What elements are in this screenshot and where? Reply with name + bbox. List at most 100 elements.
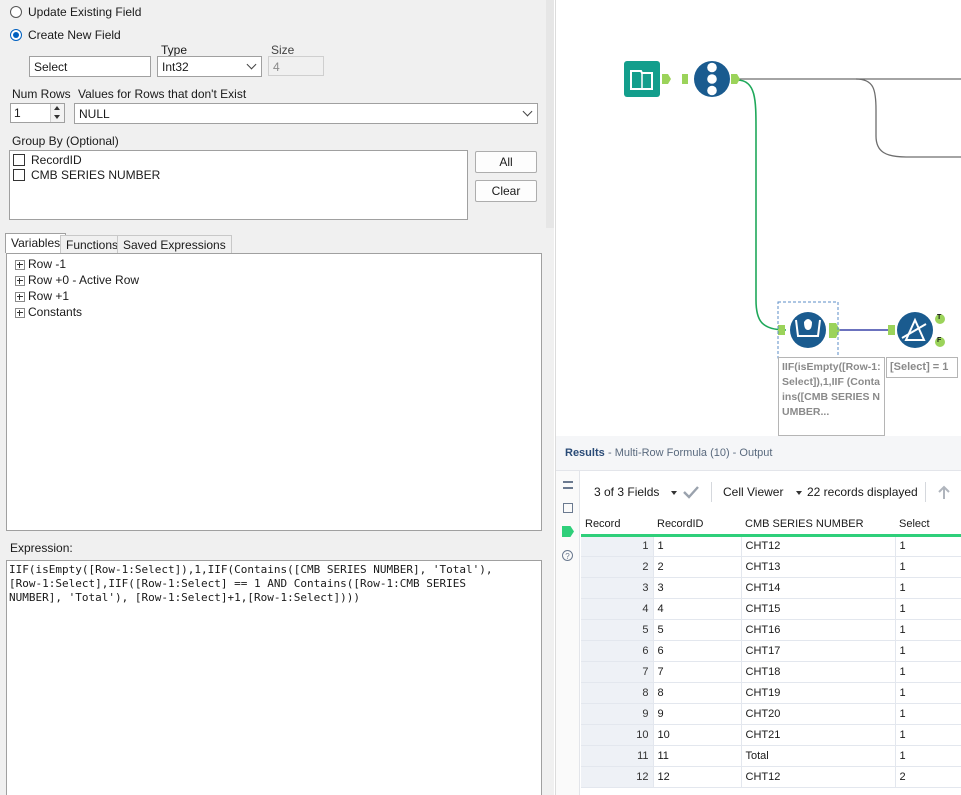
tab-variables[interactable]: Variables bbox=[5, 233, 67, 253]
clear-button[interactable]: Clear bbox=[475, 180, 537, 202]
false-anchor[interactable] bbox=[935, 337, 945, 347]
scroll-to-top-icon[interactable] bbox=[936, 484, 952, 500]
table-cell[interactable]: CHT13 bbox=[741, 556, 896, 578]
input-anchor[interactable] bbox=[778, 325, 785, 335]
table-cell[interactable]: CHT19 bbox=[741, 682, 896, 704]
table-cell[interactable]: 1 bbox=[895, 598, 961, 620]
table-cell[interactable]: 4 bbox=[653, 598, 742, 620]
table-cell[interactable]: CHT18 bbox=[741, 661, 896, 683]
table-cell[interactable]: 2 bbox=[653, 556, 742, 578]
output-anchor-icon[interactable] bbox=[562, 526, 574, 537]
checkmark-icon[interactable] bbox=[681, 485, 701, 499]
radio-circle-selected[interactable] bbox=[10, 29, 22, 41]
table-cell[interactable]: 3 bbox=[653, 577, 742, 599]
table-cell[interactable]: 1 bbox=[895, 682, 961, 704]
table-cell[interactable]: CHT14 bbox=[741, 577, 896, 599]
stepper-buttons[interactable] bbox=[50, 104, 64, 122]
table-cell[interactable]: 10 bbox=[653, 724, 742, 746]
table-cell[interactable]: 8 bbox=[653, 682, 742, 704]
size-input[interactable]: 4 bbox=[268, 56, 324, 76]
column-header-select[interactable]: Select bbox=[895, 514, 961, 537]
list-icon[interactable] bbox=[563, 481, 573, 489]
fields-dropdown[interactable]: 3 of 3 Fields bbox=[594, 485, 677, 499]
all-button[interactable]: All bbox=[475, 151, 537, 173]
stepper-up-icon[interactable] bbox=[54, 106, 60, 110]
tree-item-row-minus-1[interactable]: Row -1 bbox=[15, 256, 66, 272]
num-rows-stepper[interactable]: 1 bbox=[10, 103, 65, 123]
stepper-down-icon[interactable] bbox=[54, 115, 60, 119]
radio-circle[interactable] bbox=[10, 6, 22, 18]
values-for-rows-select[interactable]: NULL bbox=[74, 103, 538, 124]
filter-annotation[interactable]: [Select] = 1 bbox=[886, 357, 958, 378]
tab-saved-expressions[interactable]: Saved Expressions bbox=[117, 235, 232, 253]
checkbox[interactable] bbox=[13, 154, 25, 166]
tree-item-row-0[interactable]: Row +0 - Active Row bbox=[15, 272, 139, 288]
record-number-cell[interactable]: 8 bbox=[581, 682, 654, 704]
table-cell[interactable]: 12 bbox=[653, 766, 742, 788]
table-cell[interactable]: 1 bbox=[895, 724, 961, 746]
expression-editor[interactable]: IIF(isEmpty([Row-1:Select]),1,IIF(Contai… bbox=[6, 560, 542, 795]
checkbox[interactable] bbox=[13, 169, 25, 181]
table-cell[interactable]: 1 bbox=[895, 640, 961, 662]
record-number-cell[interactable]: 1 bbox=[581, 535, 654, 557]
table-cell[interactable]: 1 bbox=[895, 661, 961, 683]
record-number-cell[interactable]: 9 bbox=[581, 703, 654, 725]
input-anchor[interactable] bbox=[888, 325, 895, 335]
record-number-cell[interactable]: 10 bbox=[581, 724, 654, 746]
output-anchor[interactable] bbox=[731, 74, 740, 84]
table-cell[interactable]: CHT21 bbox=[741, 724, 896, 746]
output-anchor[interactable] bbox=[829, 323, 840, 338]
table-cell[interactable]: CHT16 bbox=[741, 619, 896, 641]
expand-icon[interactable] bbox=[15, 259, 25, 270]
help-icon[interactable]: ? bbox=[562, 550, 573, 561]
type-select[interactable]: Int32 bbox=[157, 56, 262, 77]
expand-icon[interactable] bbox=[15, 307, 25, 318]
metadata-icon[interactable] bbox=[563, 503, 573, 513]
table-cell[interactable]: CHT12 bbox=[741, 766, 896, 788]
output-anchor[interactable] bbox=[662, 74, 671, 84]
column-header-record[interactable]: Record bbox=[581, 514, 653, 537]
input-anchor[interactable] bbox=[682, 74, 688, 84]
column-header-cmb-series-number[interactable]: CMB SERIES NUMBER bbox=[741, 514, 895, 537]
config-scrollbar[interactable] bbox=[546, 0, 554, 228]
table-cell[interactable]: 9 bbox=[653, 703, 742, 725]
tree-item-row-plus-1[interactable]: Row +1 bbox=[15, 288, 69, 304]
tree-item-constants[interactable]: Constants bbox=[15, 304, 82, 320]
table-cell[interactable]: 6 bbox=[653, 640, 742, 662]
workflow-canvas[interactable]: T F IIF(isEmpty([Row-1:Select]),1,IIF (C… bbox=[555, 0, 961, 436]
results-table[interactable]: Record RecordID CMB SERIES NUMBER Select… bbox=[581, 514, 961, 788]
variables-tree[interactable]: Row -1 Row +0 - Active Row Row +1 Consta… bbox=[6, 253, 542, 531]
cell-viewer-dropdown[interactable]: Cell Viewer bbox=[723, 485, 802, 499]
table-cell[interactable]: 5 bbox=[653, 619, 742, 641]
record-number-cell[interactable]: 6 bbox=[581, 640, 654, 662]
table-cell[interactable]: 1 bbox=[895, 535, 961, 557]
table-cell[interactable]: CHT20 bbox=[741, 703, 896, 725]
table-cell[interactable]: 2 bbox=[895, 766, 961, 788]
table-cell[interactable]: 1 bbox=[653, 535, 742, 557]
table-cell[interactable]: 1 bbox=[895, 577, 961, 599]
record-number-cell[interactable]: 12 bbox=[581, 766, 654, 788]
table-cell[interactable]: CHT17 bbox=[741, 640, 896, 662]
table-cell[interactable]: 11 bbox=[653, 745, 742, 767]
column-header-recordid[interactable]: RecordID bbox=[653, 514, 741, 537]
tab-functions[interactable]: Functions bbox=[60, 235, 125, 253]
field-name-input[interactable]: Select bbox=[29, 56, 151, 77]
table-cell[interactable]: CHT15 bbox=[741, 598, 896, 620]
record-number-cell[interactable]: 4 bbox=[581, 598, 654, 620]
record-number-cell[interactable]: 7 bbox=[581, 661, 654, 683]
true-anchor[interactable] bbox=[935, 314, 945, 324]
record-number-cell[interactable]: 2 bbox=[581, 556, 654, 578]
group-by-list[interactable]: RecordID CMB SERIES NUMBER bbox=[9, 150, 468, 220]
record-number-cell[interactable]: 11 bbox=[581, 745, 654, 767]
table-cell[interactable]: 1 bbox=[895, 619, 961, 641]
